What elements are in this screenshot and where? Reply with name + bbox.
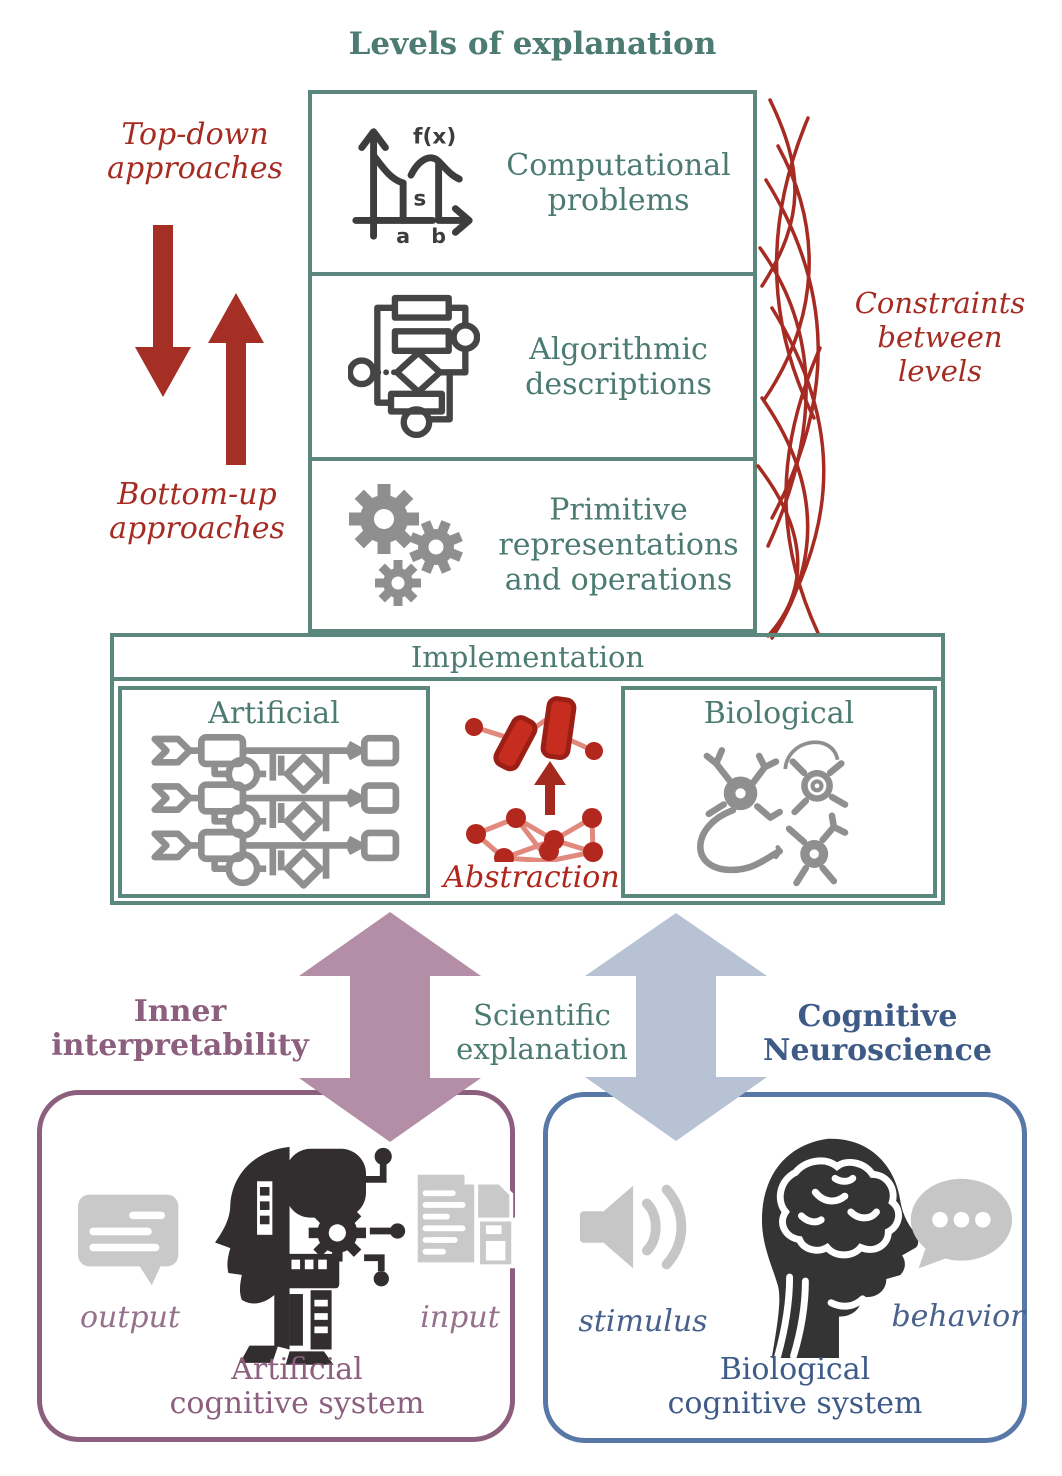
chat-bubble-icon xyxy=(78,1194,179,1286)
abstraction-icon xyxy=(465,696,603,862)
biological-system-caption: Biological cognitive system xyxy=(667,1352,923,1421)
circuit-flow-icon xyxy=(151,734,400,889)
function-plot-icon: f(x) s a b xyxy=(352,125,473,248)
svg-text:s: s xyxy=(413,187,426,212)
behavior-label: behavior xyxy=(891,1299,1025,1334)
constraints-label: Constraints between levels xyxy=(854,286,1026,388)
biological-panel: Biological xyxy=(621,686,937,898)
documents-icon xyxy=(413,1170,516,1269)
artificial-label: Artificial xyxy=(208,696,340,731)
abstraction-label: Abstraction xyxy=(443,860,620,895)
top-down-label: Top-down approaches xyxy=(107,117,283,186)
svg-text:a: a xyxy=(396,224,410,248)
biological-label: Biological xyxy=(703,696,855,731)
implementation-box: Implementation Artificial xyxy=(110,633,945,905)
bottom-up-label: Bottom-up approaches xyxy=(109,477,285,546)
constraint-curves-icon xyxy=(756,98,826,640)
artificial-panel: Artificial xyxy=(118,686,430,898)
flowchart-icon xyxy=(348,294,480,438)
cognitive-neuroscience-label: Cognitive Neuroscience xyxy=(763,999,992,1068)
inner-interpretability-label: Inner interpretability xyxy=(51,994,309,1063)
input-label: input xyxy=(420,1300,500,1335)
level-label-primitive: Primitive representations and operations xyxy=(498,492,739,598)
neurons-icon xyxy=(697,740,849,887)
levels-box: f(x) s a b Computational problems xyxy=(308,90,757,633)
svg-text:b: b xyxy=(431,224,446,248)
down-arrow-icon xyxy=(135,225,191,397)
speech-dots-icon xyxy=(910,1178,1013,1269)
up-arrow-icon xyxy=(208,293,264,465)
ai-head-icon xyxy=(215,1146,406,1365)
double-arrow-blue-icon xyxy=(585,913,767,1141)
gears-icon xyxy=(349,484,463,606)
output-label: output xyxy=(79,1300,181,1335)
implementation-title: Implementation xyxy=(114,637,941,681)
stimulus-label: stimulus xyxy=(578,1304,708,1339)
level-row-computational: f(x) s a b Computational problems xyxy=(312,94,753,276)
speaker-icon xyxy=(579,1184,687,1270)
level-row-algorithmic: Algorithmic descriptions xyxy=(312,276,753,461)
artificial-cognitive-system-box: output xyxy=(37,1090,516,1442)
biological-cognitive-system-box: stimulus behavior Biological xyxy=(543,1092,1027,1443)
level-label-algorithmic: Algorithmic descriptions xyxy=(525,331,712,402)
level-row-primitive: Primitive representations and operations xyxy=(312,461,753,629)
scientific-explanation-label: Scientific explanation xyxy=(456,998,628,1066)
level-label-computational: Computational problems xyxy=(506,148,731,218)
artificial-system-caption: Artificial cognitive system xyxy=(169,1352,425,1421)
svg-text:f(x): f(x) xyxy=(413,125,456,150)
page-title: Levels of explanation xyxy=(348,26,717,62)
brain-head-icon xyxy=(761,1138,919,1360)
double-arrow-purple-icon xyxy=(299,912,481,1142)
